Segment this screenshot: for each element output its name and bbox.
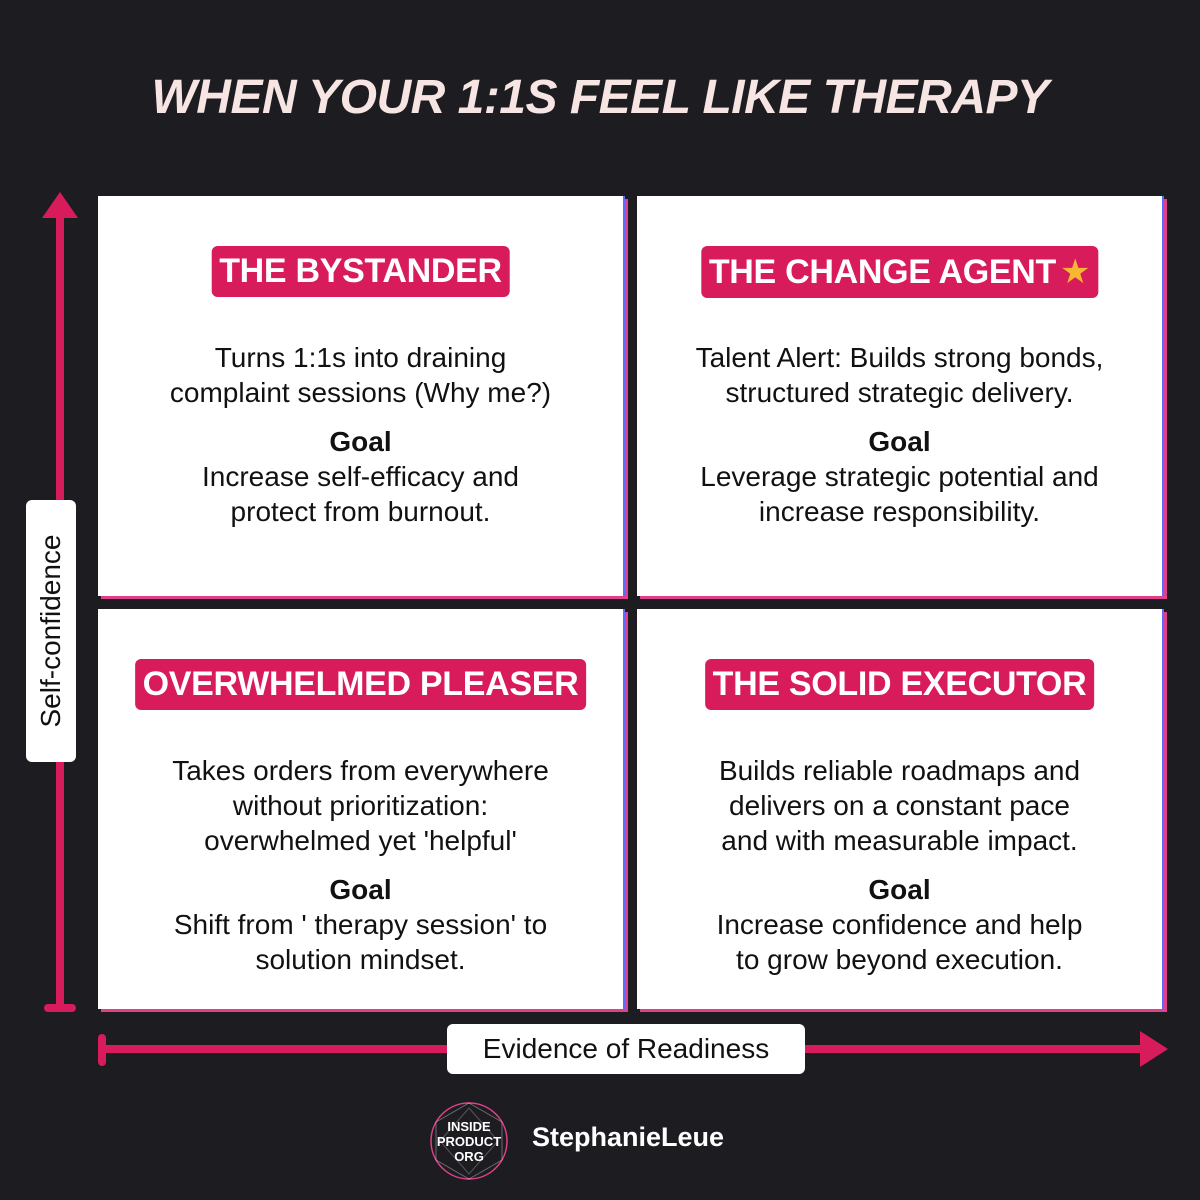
goal-line: Leverage strategic potential and	[700, 461, 1099, 492]
desc-line: complaint sessions (Why me?)	[169, 377, 552, 408]
logo-mark-icon	[430, 1102, 508, 1180]
logo-line: PRODUCT	[436, 1134, 502, 1149]
quadrant-title: THE CHANGE AGENT	[708, 253, 1056, 291]
desc-line: Builds reliable roadmaps and	[718, 755, 1081, 786]
y-axis-label-text: Self-confidence	[35, 534, 66, 728]
goal-line: Shift from ' therapy session' to	[173, 909, 548, 940]
goal-line: to grow beyond execution.	[736, 944, 1063, 975]
quadrant-change-agent: THE CHANGE AGENT★ Talent Alert: Builds s…	[637, 196, 1164, 596]
goal-heading: Goal	[868, 426, 931, 457]
desc-line: delivers on a constant pace	[729, 790, 1070, 821]
quadrant-bystander: THE BYSTANDER Turns 1:1s into draining c…	[98, 196, 625, 596]
inside-product-org-logo: INSIDE PRODUCT ORG	[428, 1100, 510, 1182]
quadrant-title: THE BYSTANDER	[211, 246, 510, 297]
x-axis-label: Evidence of Readiness	[447, 1024, 805, 1074]
goal-line: solution mindset.	[255, 944, 466, 975]
quadrant-title-badge: THE CHANGE AGENT★	[700, 246, 1099, 298]
desc-line: Turns 1:1s into draining	[214, 342, 507, 373]
quadrant-title: OVERWHELMED PLEASER	[134, 659, 587, 710]
x-axis-arrowhead	[1140, 1031, 1168, 1067]
quadrant-overwhelmed-pleaser: OVERWHELMED PLEASER Takes orders from ev…	[98, 609, 625, 1009]
goal-line: Increase self-efficacy and	[202, 461, 519, 492]
y-axis-base	[44, 1004, 76, 1012]
x-axis-base	[98, 1034, 106, 1066]
desc-line: overwhelmed yet 'helpful'	[204, 825, 517, 856]
desc-line: and with measurable impact.	[721, 825, 1078, 856]
desc-line: structured strategic delivery.	[725, 377, 1074, 408]
quadrant-description: Talent Alert: Builds strong bonds, struc…	[657, 340, 1142, 529]
page-title: WHEN YOUR 1:1S FEEL LIKE THERAPY	[151, 71, 1049, 124]
star-icon: ★	[1059, 253, 1091, 291]
logo-line: INSIDE	[447, 1119, 491, 1134]
goal-line: protect from burnout.	[230, 496, 491, 527]
goal-heading: Goal	[329, 426, 392, 457]
goal-heading: Goal	[868, 874, 931, 905]
quadrant-description: Takes orders from everywhere without pri…	[118, 753, 603, 977]
quadrant-description: Builds reliable roadmaps and delivers on…	[657, 753, 1142, 977]
quadrant-description: Turns 1:1s into draining complaint sessi…	[118, 340, 603, 529]
desc-line: without prioritization:	[232, 790, 489, 821]
author-name: StephanieLeue	[532, 1122, 725, 1152]
goal-line: increase responsibility.	[758, 496, 1041, 527]
goal-line: Increase confidence and help	[716, 909, 1083, 940]
y-axis-label: Self-confidence	[26, 500, 76, 762]
logo-line: ORG	[454, 1149, 484, 1164]
quadrant-solid-executor: THE SOLID EXECUTOR Builds reliable roadm…	[637, 609, 1164, 1009]
quadrant-title: THE SOLID EXECUTOR	[704, 659, 1095, 710]
desc-line: Talent Alert: Builds strong bonds,	[695, 342, 1104, 373]
goal-heading: Goal	[329, 874, 392, 905]
logo-text: INSIDE PRODUCT ORG	[428, 1119, 510, 1164]
desc-line: Takes orders from everywhere	[172, 755, 549, 786]
